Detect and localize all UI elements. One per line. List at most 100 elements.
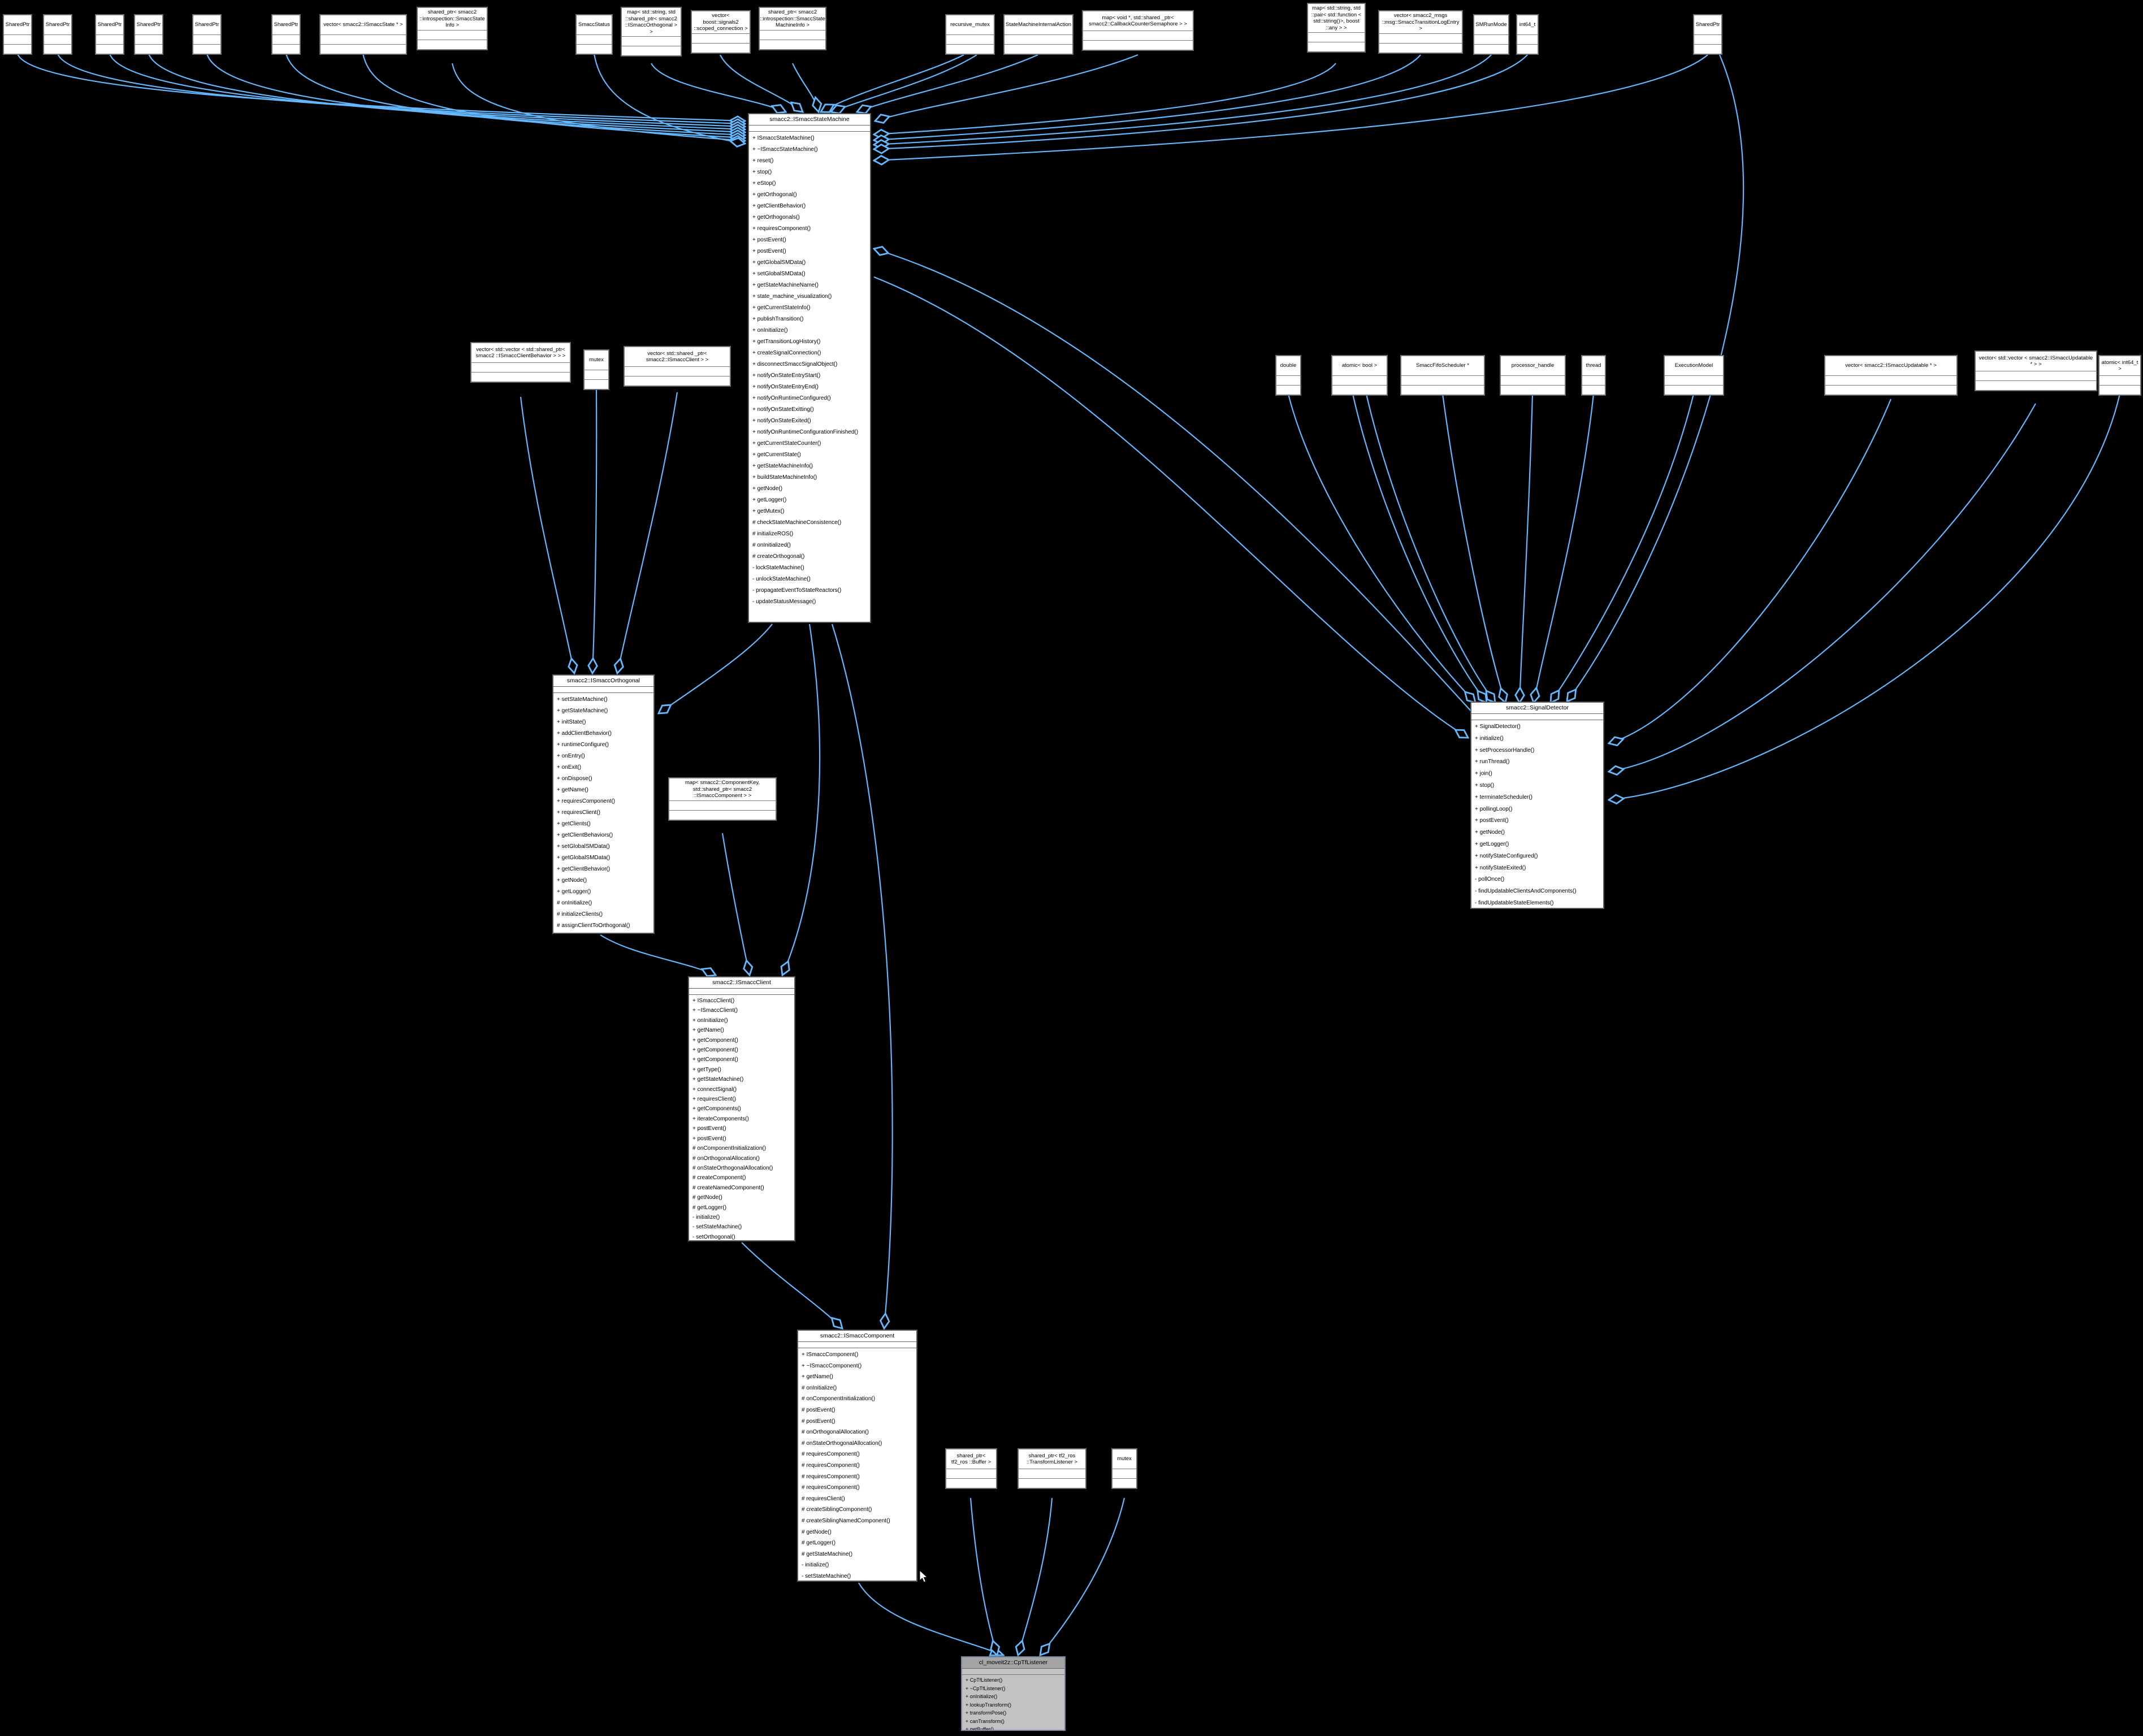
type-box-title: vector< std::shared _ptr< smacc2::ISmacc…	[625, 347, 730, 367]
class-method: + notifyOnRuntimeConfigurationFinished()	[752, 429, 859, 435]
class-box-ismaccclient[interactable]: smacc2::ISmaccClient + ISmaccClient()+ ~…	[688, 976, 795, 1241]
class-method: - setStateMachine()	[692, 1224, 742, 1231]
type-box-thread: thread	[1581, 355, 1606, 396]
type-box-sharedptr-4: SharedPtr	[134, 14, 163, 55]
class-method: + requiresComponent()	[557, 798, 616, 804]
class-method: # onInitialize()	[557, 900, 592, 906]
type-box-methods-compartment	[1019, 1478, 1085, 1488]
type-box-vector-ismaccupdatable: vector< smacc2::ISmaccUpdatable * >	[1824, 355, 1958, 396]
type-box-title: SharedPtr	[96, 15, 123, 35]
class-method: + getNode()	[752, 486, 783, 492]
type-box-title: SmaccFifoScheduler *	[1401, 356, 1484, 376]
class-box-cptflistener[interactable]: cl_moveit2z::CpTfListener + CpTfListener…	[961, 1656, 1066, 1731]
class-method: # createSiblingComponent()	[802, 1506, 872, 1513]
class-method: + lookupTransform()	[966, 1702, 1011, 1708]
class-method: + state_machine_visualization()	[752, 293, 832, 300]
class-method: + getCurrentStateInfo()	[752, 305, 811, 311]
class-method: + eStop()	[752, 180, 776, 187]
type-box-methods-compartment	[1825, 385, 1956, 395]
type-box-title: processor_handle	[1501, 356, 1565, 376]
type-box-title: vector< smacc2::ISmaccState * >	[321, 15, 406, 35]
class-method: + onInitialize()	[752, 327, 788, 334]
type-box-smaccstatus: SmaccStatus	[575, 14, 613, 55]
class-method: - initialize()	[802, 1562, 829, 1569]
type-box-vector-clientbehaviors: vector< std::vector < std::shared_ptr< s…	[470, 342, 571, 383]
type-box-methods-compartment	[471, 372, 570, 382]
type-box-atomic-bool: atomic< bool >	[1331, 355, 1388, 396]
type-box-methods-compartment	[1694, 44, 1721, 54]
class-method: + getClients()	[557, 821, 591, 827]
type-box-vector-ismaccstate: vector< smacc2::ISmaccState * >	[319, 14, 407, 55]
class-method: + getLogger()	[557, 889, 591, 895]
type-box-methods-compartment	[1582, 385, 1605, 395]
class-method: + getComponents()	[692, 1106, 741, 1112]
type-box-methods-compartment	[135, 44, 162, 54]
class-box-ismacccomponent[interactable]: smacc2::ISmaccComponent + ISmaccComponen…	[797, 1330, 917, 1582]
class-method: + getStateMachine()	[557, 708, 608, 714]
type-box-title: vector< boost::signals2 ::scoped_connect…	[692, 11, 750, 34]
type-box-statemachineinternalaction: StateMachineInternalAction	[1003, 14, 1073, 55]
type-box-title: ExecutionModel	[1665, 356, 1723, 376]
class-method: + stop()	[752, 169, 772, 175]
class-method: + disconnectSmaccSignalObject()	[752, 361, 838, 367]
class-method: + requiresComponent()	[752, 226, 811, 232]
class-method: # onOrthogonalAllocation()	[692, 1155, 760, 1162]
class-method: + getNode()	[1475, 829, 1505, 836]
class-method: + notifyOnRuntimeConfigured()	[752, 395, 831, 401]
class-method: + getComponent()	[692, 1057, 738, 1063]
class-method: # getNode()	[802, 1529, 832, 1535]
type-box-methods-compartment	[1112, 1478, 1136, 1488]
class-attrs-compartment	[553, 687, 653, 693]
type-box-vector-transitionlogentry: vector< smacc2_msgs ::msg::SmaccTransiti…	[1378, 10, 1463, 54]
class-attrs-compartment	[689, 989, 794, 995]
type-box-attrs-compartment	[585, 370, 608, 379]
type-box-sharedptr-1: SharedPtr	[3, 14, 32, 55]
type-box-attrs-compartment	[577, 35, 612, 44]
class-method: + terminateScheduler()	[1475, 794, 1532, 800]
class-method: + getName()	[802, 1374, 833, 1380]
type-box-methods-compartment	[2099, 385, 2140, 395]
type-box-sharedptr-smaccstatemachineinfo: shared_ptr< smacc2 ::introspection::Smac…	[759, 7, 826, 50]
type-box-mutex: mutex	[583, 349, 609, 390]
class-method: + runtimeConfigure()	[557, 742, 609, 748]
class-method: + getName()	[557, 787, 588, 793]
class-method: # onStateOrthogonalAllocation()	[692, 1164, 773, 1171]
class-method: + onExit()	[557, 764, 582, 770]
type-box-attrs-compartment	[692, 34, 750, 43]
class-method: + publishTransition()	[752, 316, 804, 322]
class-box-ismaccstatemachine[interactable]: smacc2::ISmaccStateMachine + ISmaccState…	[748, 113, 871, 623]
class-method: + canTransform()	[966, 1718, 1005, 1724]
type-box-methods-compartment	[946, 44, 994, 54]
class-method: + join()	[1475, 770, 1492, 777]
class-method: + onEntry()	[557, 753, 585, 759]
type-box-attrs-compartment	[622, 37, 681, 46]
type-box-title: recursive_mutex	[946, 15, 994, 35]
class-method: + stop()	[1475, 782, 1495, 789]
type-box-methods-compartment	[1474, 44, 1508, 54]
class-method: # onInitialized()	[752, 542, 791, 548]
type-box-methods-compartment	[622, 46, 681, 55]
class-box-ismaccorthogonal[interactable]: smacc2::ISmaccOrthogonal + setStateMachi…	[552, 674, 655, 934]
class-methods-compartment: + ISmaccComponent()+ ~ISmaccComponent()+…	[798, 1348, 916, 1581]
type-box-attrs-compartment	[135, 35, 162, 44]
class-method: + getMutex()	[752, 508, 785, 514]
type-box-map-componentkey: map< smacc2::ComponentKey, std::shared_p…	[668, 777, 777, 821]
class-method: + notifyStateConfigured()	[1475, 852, 1538, 859]
class-box-signaldetector[interactable]: smacc2::SignalDetector + SignalDetector(…	[1470, 702, 1604, 909]
type-box-sharedptr-5: SharedPtr	[192, 14, 222, 55]
class-method: # requiresComponent()	[802, 1451, 860, 1458]
class-method: + SignalDetector()	[1475, 724, 1521, 730]
type-box-attrs-compartment	[760, 31, 825, 40]
class-method: + ISmaccStateMachine()	[752, 135, 815, 141]
class-method: + getClientBehavior()	[557, 866, 611, 872]
class-method: + getNode()	[557, 877, 587, 884]
type-box-sharedptr-2: SharedPtr	[43, 14, 72, 55]
class-method: + ~ISmaccComponent()	[802, 1362, 862, 1369]
type-box-title: vector< smacc2_msgs ::msg::SmaccTransiti…	[1379, 11, 1462, 34]
class-method: # onInitialize()	[802, 1384, 837, 1391]
class-method: + CpTfListener()	[966, 1677, 1003, 1683]
type-box-methods-compartment	[1517, 44, 1538, 54]
type-box-methods-compartment	[4, 44, 31, 54]
type-box-attrs-compartment	[1976, 371, 2096, 380]
